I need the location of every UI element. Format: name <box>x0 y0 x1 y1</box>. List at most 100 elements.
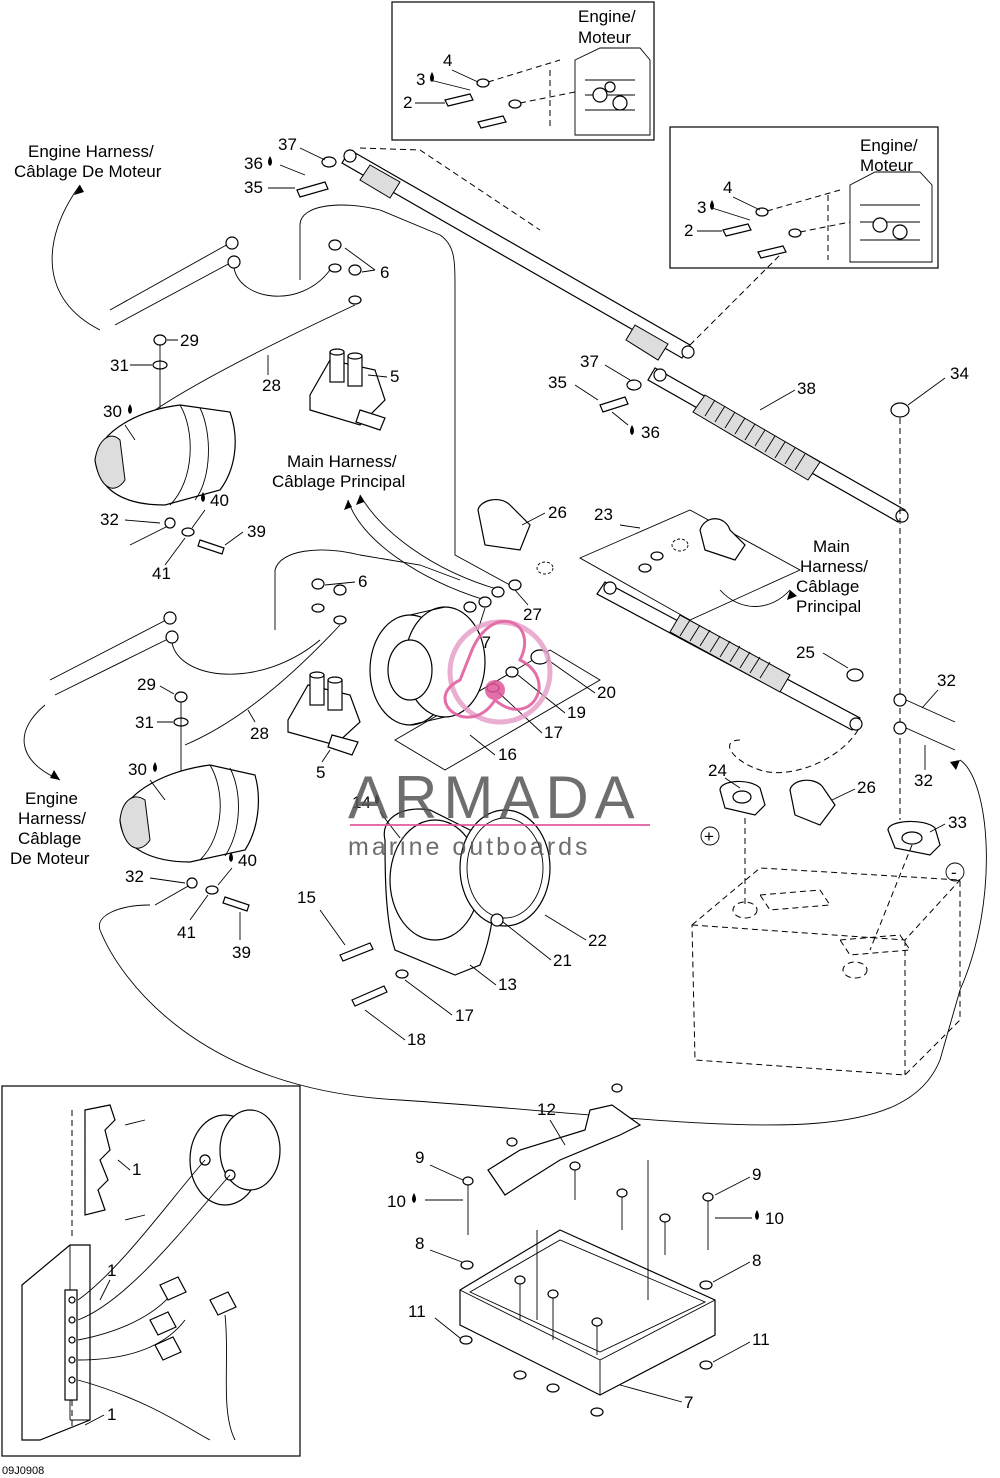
plus-sign: + <box>704 827 714 846</box>
callout-32-upper: 32 <box>100 510 119 529</box>
main-harness-center-line2: Câblage Principal <box>272 472 405 491</box>
main-harness-center-line1: Main Harness/ <box>287 452 397 471</box>
engine-harness-bottom-line4: De Moteur <box>10 849 90 868</box>
wiring-inset: 1 1 1 <box>1 1085 301 1457</box>
callout-9-left: 9 <box>415 1148 424 1167</box>
callout-7: 7 <box>684 1393 693 1412</box>
figure-code: 09J0908 <box>2 1465 44 1477</box>
main-harness-center: Main Harness/ Câblage Principal 27 27 26 <box>272 452 567 652</box>
watermark-tagline: marine outboards <box>348 833 591 861</box>
callout-19: 19 <box>567 703 586 722</box>
callout-40-lower: 40 <box>238 851 257 870</box>
engine-harness-bottom-line2: Harness/ <box>18 809 86 828</box>
callout-41-upper: 41 <box>152 564 171 583</box>
callout-17-upper: 17 <box>544 723 563 742</box>
inset-top-label-line1: Engine/ <box>578 7 636 26</box>
callout-4-right: 4 <box>723 178 732 197</box>
drop-icon <box>229 852 233 862</box>
callout-29-lower: 29 <box>137 675 156 694</box>
callout-35-upper: 35 <box>244 178 263 197</box>
callout-26-upper: 26 <box>548 503 567 522</box>
callout-33: 33 <box>948 813 967 832</box>
callout-1-a: 1 <box>132 1160 141 1179</box>
callout-18: 18 <box>407 1030 426 1049</box>
callout-10-left: 10 <box>387 1192 406 1211</box>
drop-icon <box>375 794 379 804</box>
callout-30-lower: 30 <box>128 760 147 779</box>
callout-11-left: 11 <box>408 1302 426 1321</box>
hardware-35-36-37: 37 36 35 37 35 36 38 <box>244 135 816 442</box>
drop-icon <box>201 492 205 502</box>
callout-36-upper: 36 <box>244 154 263 173</box>
callout-22: 22 <box>588 931 607 950</box>
main-harness-right-line2: Harness/ <box>800 557 868 576</box>
callout-38: 38 <box>797 379 816 398</box>
callout-35-lower: 35 <box>548 373 567 392</box>
callout-5-upper: 5 <box>390 367 399 386</box>
callout-28-lower: 28 <box>250 724 269 743</box>
callout-2-right: 2 <box>684 221 693 240</box>
flywheel-group: 20 19 17 16 14 22 21 13 15 17 18 <box>297 606 616 1049</box>
drop-icon <box>128 404 132 414</box>
callout-2-top: 2 <box>403 93 412 112</box>
callout-1-b: 1 <box>107 1261 116 1280</box>
callout-40-upper: 40 <box>210 491 229 510</box>
drop-icon <box>710 200 714 210</box>
engine-inset-right: Engine/ Moteur 4 3 2 <box>669 126 939 269</box>
callout-14: 14 <box>352 793 371 812</box>
battery-cable-38 <box>647 367 909 523</box>
drop-icon <box>268 156 272 166</box>
main-harness-right-line1: Main <box>813 537 850 556</box>
callout-26-lower: 26 <box>857 778 876 797</box>
callout-28-upper: 28 <box>262 376 281 395</box>
callout-8-right: 8 <box>752 1251 761 1270</box>
battery-cable-upper <box>341 147 781 361</box>
callout-25: 25 <box>796 643 815 662</box>
callout-32-right-a: 32 <box>937 671 956 690</box>
inset-top-label-line2: Moteur <box>578 28 631 47</box>
watermark-brand: ARMADA <box>348 764 641 831</box>
callout-37-upper: 37 <box>278 135 297 154</box>
callout-1-c: 1 <box>107 1405 116 1424</box>
callout-24: 24 <box>708 761 727 780</box>
callout-29-upper: 29 <box>180 331 199 350</box>
engine-harness-bottom-line1: Engine <box>25 789 78 808</box>
drop-icon <box>412 1193 416 1203</box>
callout-21: 21 <box>553 951 572 970</box>
minus-sign: - <box>951 863 957 882</box>
battery: + - <box>691 818 965 1076</box>
battery-tray: 12 9 10 8 11 9 10 8 11 7 <box>387 1083 784 1417</box>
callout-32-right-b: 32 <box>914 771 933 790</box>
callout-5-lower: 5 <box>316 763 325 782</box>
drop-icon <box>630 425 634 435</box>
callout-41-lower: 41 <box>177 923 196 942</box>
inset-right-label-line1: Engine/ <box>860 136 918 155</box>
callout-12: 12 <box>537 1100 556 1119</box>
callout-6-upper: 6 <box>380 263 389 282</box>
callout-23: 23 <box>594 505 613 524</box>
lower-starter-group: 6 5 28 29 31 30 32 40 41 39 Engine Harne… <box>10 549 461 962</box>
callout-30-upper: 30 <box>103 402 122 421</box>
callout-9-right: 9 <box>752 1165 761 1184</box>
callout-39-lower: 39 <box>232 943 251 962</box>
main-harness-right-line4: Principal <box>796 597 861 616</box>
callout-6-lower: 6 <box>358 572 367 591</box>
inset-right-label-line2: Moteur <box>860 156 913 175</box>
callout-37-lower: 37 <box>580 352 599 371</box>
callout-34: 34 <box>950 364 969 383</box>
callout-36-lower: 36 <box>641 423 660 442</box>
callout-27-a: 27 <box>523 605 542 624</box>
battery-cable-23: 23 Main Harness/ Câblage Principal 25 34… <box>98 364 987 1126</box>
engine-harness-top-line2: Câblage De Moteur <box>14 162 162 181</box>
main-harness-right-line3: Câblage <box>796 577 859 596</box>
engine-harness-bottom-line3: Câblage <box>18 829 81 848</box>
engine-harness-top-line1: Engine Harness/ <box>28 142 154 161</box>
drop-icon <box>755 1210 759 1220</box>
callout-39-upper: 39 <box>247 522 266 541</box>
callout-13: 13 <box>498 975 517 994</box>
armada-watermark: ARMADA marine outboards <box>348 619 650 861</box>
callout-3-right: 3 <box>697 198 706 217</box>
callout-16: 16 <box>498 745 517 764</box>
callout-31-lower: 31 <box>135 713 154 732</box>
